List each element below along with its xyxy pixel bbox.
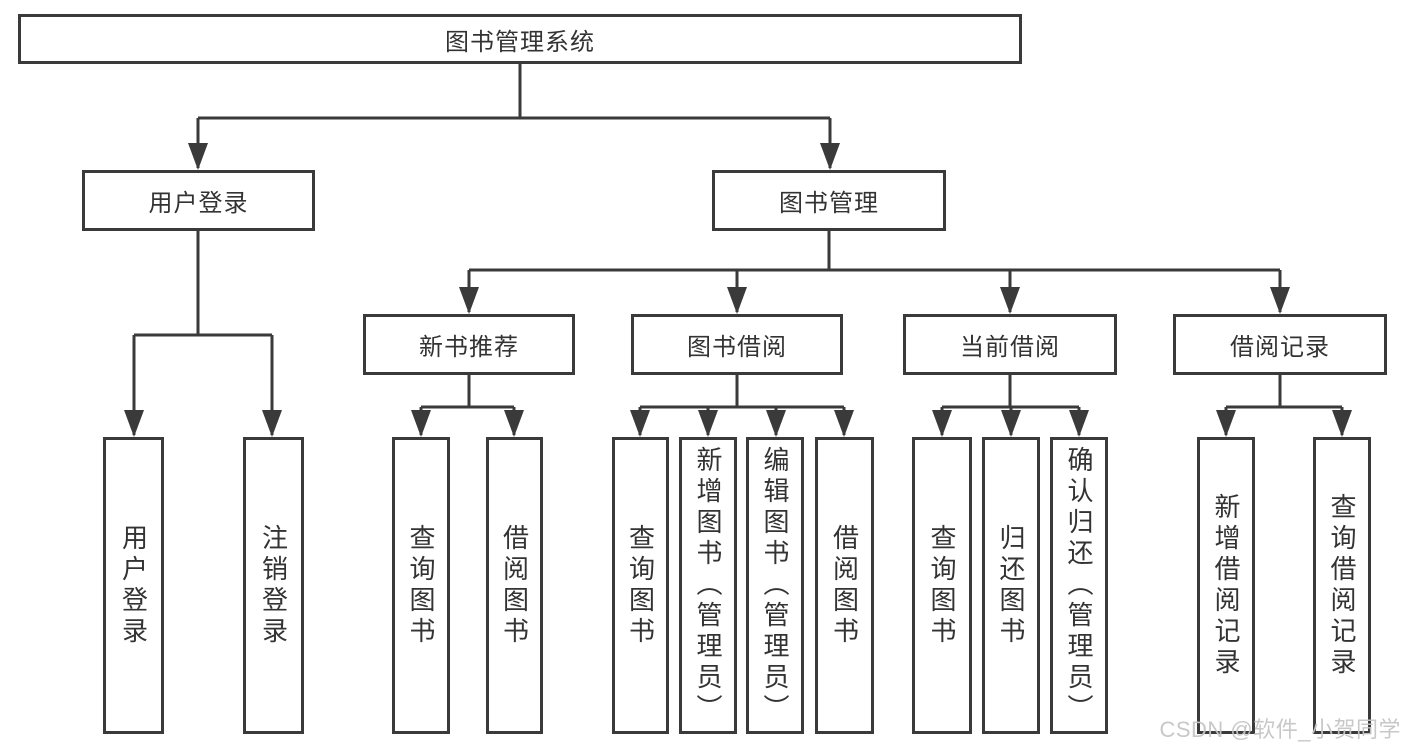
node-borrowing-records: 借阅记录 bbox=[1173, 314, 1387, 375]
node-label: 确认归还（管理员） bbox=[1064, 446, 1094, 725]
node-label: 用户登录 bbox=[148, 190, 249, 217]
node-label: 借阅记录 bbox=[1230, 334, 1330, 361]
node-book-management-branch: 图书管理 bbox=[712, 170, 946, 231]
leaf-edit-books-admin: 编辑图书（管理员） bbox=[746, 437, 804, 734]
node-label: 借阅图书 bbox=[499, 523, 530, 648]
leaf-query-books-1: 查询图书 bbox=[392, 437, 450, 734]
node-label: 新增图书（管理员） bbox=[693, 446, 723, 725]
node-label: 图书管理 bbox=[779, 190, 879, 217]
leaf-query-books-2: 查询图书 bbox=[612, 437, 669, 734]
node-label: 查询图书 bbox=[625, 523, 656, 648]
node-label: 查询图书 bbox=[406, 523, 436, 648]
node-label: 图书管理系统 bbox=[445, 28, 595, 56]
csdn-watermark: CSDN @软件_小贺同学 bbox=[1159, 717, 1401, 742]
node-label: 查询借阅记录 bbox=[1327, 492, 1357, 679]
node-label: 注销登录 bbox=[258, 523, 289, 648]
leaf-borrow-books-1: 借阅图书 bbox=[486, 437, 543, 734]
node-new-book-recommendation: 新书推荐 bbox=[363, 314, 575, 375]
leaf-user-login: 用户登录 bbox=[103, 437, 164, 734]
node-label: 当前借阅 bbox=[960, 334, 1060, 361]
node-label: 编辑图书（管理员） bbox=[760, 446, 790, 725]
node-label: 用户登录 bbox=[118, 523, 149, 648]
leaf-confirm-return-admin: 确认归还（管理员） bbox=[1050, 437, 1108, 734]
node-label: 新增借阅记录 bbox=[1211, 492, 1241, 679]
node-user-login-branch: 用户登录 bbox=[82, 170, 315, 231]
leaf-add-borrow-record: 新增借阅记录 bbox=[1197, 437, 1255, 734]
leaf-logout: 注销登录 bbox=[243, 437, 304, 734]
arrowheads bbox=[124, 143, 1352, 437]
leaf-query-borrow-record: 查询借阅记录 bbox=[1313, 437, 1371, 734]
leaf-borrow-books-2: 借阅图书 bbox=[815, 437, 874, 734]
node-root-book-management-system: 图书管理系统 bbox=[18, 14, 1022, 64]
node-label: 归还图书 bbox=[996, 523, 1026, 648]
leaf-add-books-admin: 新增图书（管理员） bbox=[679, 437, 737, 734]
node-label: 查询图书 bbox=[927, 523, 957, 648]
leaf-query-books-3: 查询图书 bbox=[912, 437, 972, 734]
node-label: 新书推荐 bbox=[419, 334, 519, 361]
leaf-return-books: 归还图书 bbox=[982, 437, 1040, 734]
node-label: 借阅图书 bbox=[829, 523, 860, 648]
node-current-borrowing: 当前借阅 bbox=[903, 314, 1117, 375]
node-label: 图书借阅 bbox=[687, 334, 787, 361]
node-book-borrowing: 图书借阅 bbox=[631, 314, 843, 375]
